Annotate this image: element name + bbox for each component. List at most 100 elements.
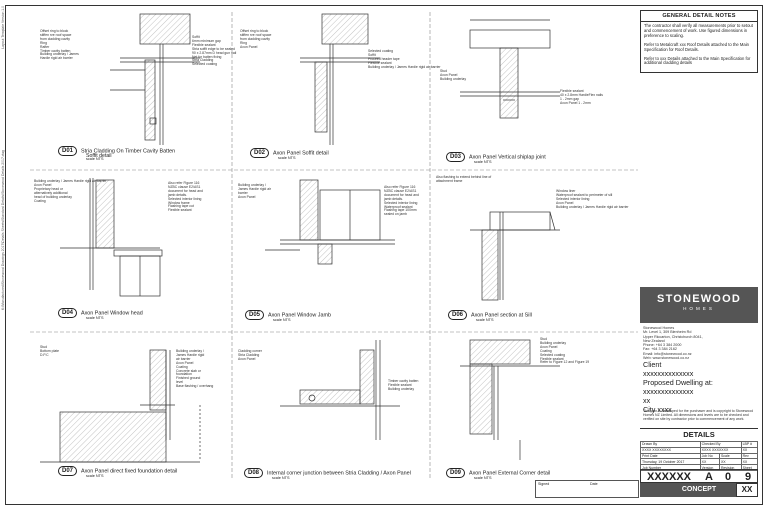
- general-note-item: Refer to xxx Details attached to the Mai…: [644, 55, 751, 66]
- annotation-note: Offset ring to block: [240, 29, 269, 33]
- annotation-note: James Hardie rigid: [176, 352, 205, 357]
- address-line: Fax: +64 3 384 2162: [643, 347, 677, 352]
- annotation-note: Also flashing to extend behind line of: [436, 175, 492, 179]
- brand-name: STONEWOOD: [657, 293, 741, 305]
- detail-title-text: Axon Panel Vertical shiplap joint: [469, 154, 546, 161]
- annotation-note: barrier: [238, 190, 248, 195]
- annotation-note: 6mm minimum gap: [192, 38, 221, 43]
- sheet-value: 9: [745, 471, 752, 483]
- annotation-note: Selected coating: [368, 49, 394, 53]
- annotation-note: Flexible sealant: [368, 60, 392, 65]
- annotation-note: D.P.C: [40, 352, 49, 357]
- annotation-note: Net for batten fixing: [192, 54, 222, 59]
- detail-scale: scale NTS: [476, 318, 494, 322]
- annotation-note: Coating: [176, 364, 188, 369]
- notes-d04-left: Building underlay / James Hardie rigid a…: [34, 179, 107, 203]
- annotation-note: Waterproof sealant to perimeter of sill: [556, 192, 613, 197]
- d08-drawing: [280, 340, 400, 440]
- detail-tag-d08: D08: [244, 468, 264, 478]
- detail-tag-d04: D04: [58, 308, 78, 318]
- annotation-note: Cladding corner: [238, 349, 262, 353]
- annotation-note: Flexible sealant: [192, 42, 216, 47]
- revision-box: XX: [736, 483, 758, 497]
- annotation-note: foundation: [176, 372, 192, 377]
- address-line: Web: www.stonewood.co.nz: [643, 356, 690, 361]
- sheet-label: Sheet: [740, 464, 759, 471]
- detail-scale: scale NTS: [474, 476, 492, 480]
- sheet-title: DETAILS: [640, 428, 758, 442]
- detail-scale: scale NTS: [272, 476, 290, 480]
- annotation-note: Stria Cladding: [238, 352, 260, 357]
- annotation-note: Axon Panel: [240, 44, 258, 49]
- annotation-note: Flexible sealant: [168, 208, 192, 213]
- version-label: Version: [699, 464, 720, 471]
- annotation-note: head of building underlay: [34, 194, 72, 199]
- detail-title-text: Axon Panel direct fixed foundation detai…: [81, 468, 178, 475]
- annotation-note: Bottom plate: [40, 348, 60, 353]
- address-line: Upper Riccarton, Christchurch 8041,: [643, 334, 703, 339]
- annotation-note: Building underlay / James Hardie rigid a…: [368, 64, 441, 69]
- annotation-note: Timber cavity batten: [40, 48, 71, 53]
- signature-box: Signed Date: [535, 480, 639, 498]
- detail-scale: scale NTS: [278, 156, 296, 160]
- annotation-note: Flexible sealant: [540, 356, 564, 361]
- annotation-note: Flexible sealant: [560, 89, 584, 93]
- annotation-note: Selected interior lining: [168, 196, 202, 201]
- annotation-note: Rafter: [40, 44, 50, 49]
- signed-label: Signed: [538, 482, 550, 486]
- detail-tag-d03: D03: [446, 152, 466, 162]
- annotation-note: stiffen rve roof space: [240, 32, 272, 37]
- d06-drawing: [470, 211, 560, 301]
- annotation-note: Ring: [40, 40, 47, 45]
- annotation-note: Axon Panel: [34, 182, 52, 187]
- annotation-note: Selected interior lining: [384, 200, 418, 205]
- detail-scale: scale NTS: [273, 318, 291, 322]
- general-note-item: Refer to Metalcraft xxx Roof Details att…: [644, 41, 749, 52]
- annotation-note: Building underlay: [440, 76, 467, 81]
- revision-value: 0: [725, 471, 732, 483]
- d04-drawing: [60, 178, 163, 297]
- annotation-note: Building underlay: [388, 386, 415, 391]
- company-address: Stonewood Homes Mr. Level 1, 309 Blenhei…: [643, 326, 703, 360]
- annotation-note: Coating: [540, 348, 552, 353]
- address-line: Mr. Level 1, 309 Blenheim Rd: [643, 330, 692, 335]
- address-line: New Zealand: [643, 338, 665, 343]
- job-summary-row: XXXXXX A 0 9: [640, 469, 758, 483]
- annotation-note: Stria Cladding: [192, 58, 214, 63]
- version-value: A: [705, 471, 713, 483]
- general-notes-panel: GENERAL DETAIL NOTES The contractor shal…: [640, 10, 758, 74]
- address-line: Stonewood Homes: [643, 326, 675, 330]
- detail-tag-d01: D01: [58, 146, 78, 156]
- detail-tag-d02: D02: [250, 148, 270, 158]
- d02-drawing: [300, 13, 380, 145]
- project-label: Proposed Dwelling at:: [643, 378, 713, 387]
- detail-title-text: Stria Cladding On Timber Cavity Batten: [81, 148, 176, 155]
- annotation-note: Stria soffit edge to be sealed: [192, 46, 235, 51]
- annotation-note: Also refer Figure 116: [384, 185, 416, 189]
- d09-drawing: [460, 339, 560, 460]
- annotation-note: document for head and: [168, 188, 203, 193]
- annotation-note: Stud: [40, 345, 47, 349]
- annotation-note: Building underlay / James Hardie rigid a…: [34, 179, 107, 183]
- annotation-note: Finished ground: [176, 376, 201, 381]
- detail-scale: scale NTS: [474, 160, 492, 164]
- annotation-note: Stud: [440, 69, 447, 73]
- annotation-note: Building underlay: [540, 340, 567, 345]
- annotation-note: Building underlay /: [176, 349, 204, 353]
- annotation-note: Base flashing / overhang: [176, 384, 214, 389]
- annotation-note: Proceed header tape: [368, 56, 400, 61]
- annotation-note: Offset ring to block: [40, 29, 69, 33]
